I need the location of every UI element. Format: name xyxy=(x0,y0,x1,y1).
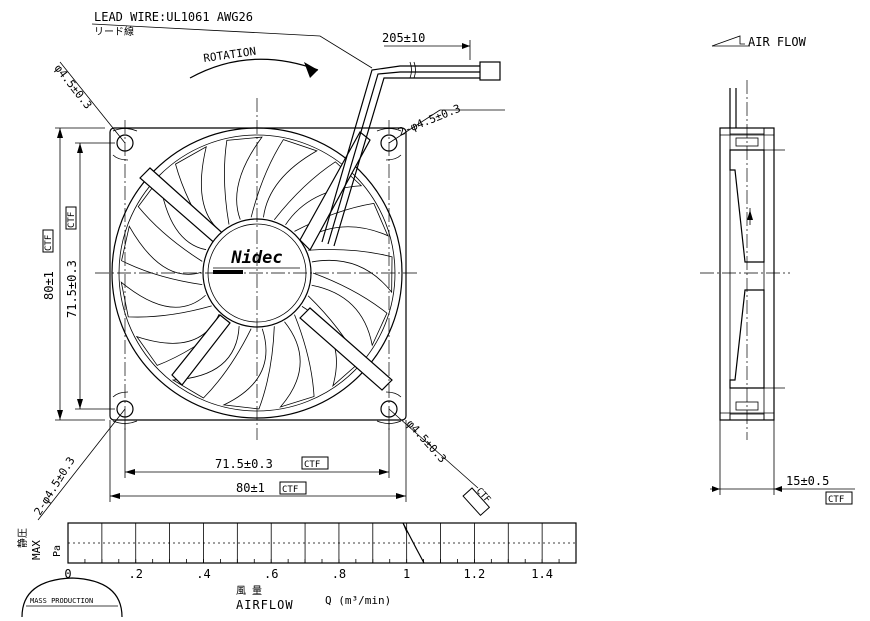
strut-top-left xyxy=(139,167,229,247)
x-tick-label: 1.2 xyxy=(464,567,486,581)
x-tick-label: 0 xyxy=(64,567,71,581)
hole-tl-label: φ4.5±0.3 xyxy=(52,62,95,112)
xlabel: AIRFLOW xyxy=(236,598,294,612)
ctf-box-3: CTF xyxy=(304,460,320,470)
pq-graph: 0 .2 .4 .6 .8 1 1.2 1.4 静圧 MAX Pa 風 量 AIRFLOW Q… xyxy=(16,522,577,612)
lead-wire-leader xyxy=(91,23,373,69)
pq-curve xyxy=(402,522,425,564)
ctf-box-1: CTF xyxy=(44,235,54,251)
inner-height-label: 71.5±0.3 xyxy=(65,260,79,318)
fan-front-view: Nidec xyxy=(95,61,501,440)
outer-width-label: 80±1 xyxy=(236,481,265,495)
rotation-label: ROTATION xyxy=(203,45,257,65)
xlabel-unit: Q (m³/min) xyxy=(325,594,391,607)
fan-side-view xyxy=(700,80,790,440)
outer-height-label: 80±1 xyxy=(42,271,56,300)
strut-bottom-left xyxy=(171,314,231,386)
x-tick-label: .6 xyxy=(264,567,278,581)
x-tick-labels: 0 .2 .4 .6 .8 1 1.2 1.4 xyxy=(64,567,553,581)
air-flow-arrow xyxy=(711,35,745,47)
wire-length-label: 205±10 xyxy=(382,31,425,45)
rotation-arrowhead xyxy=(304,62,318,78)
lead-wire-label: LEAD WIRE:UL1061 AWG26 xyxy=(94,10,253,24)
lead-wire-3 xyxy=(333,77,480,247)
air-flow-label: AIR FLOW xyxy=(748,35,807,49)
stamp-text: MASS PRODUCTION xyxy=(30,597,93,605)
fan-blade xyxy=(224,136,263,225)
fan-blade xyxy=(171,326,252,399)
x-tick-label: 1 xyxy=(403,567,410,581)
ylabel-jp: 静圧 xyxy=(16,528,29,548)
lead-wire-2 xyxy=(327,71,480,245)
hole-tr-label: 2-φ4.5±0.3 xyxy=(396,102,462,139)
lead-wire-1 xyxy=(321,65,480,243)
fan-blade xyxy=(250,139,318,218)
fan-blade xyxy=(279,314,315,408)
x-tick-label: .2 xyxy=(129,567,143,581)
fan-blade xyxy=(120,281,212,318)
hole-bl-label: 2-φ4.5±0.3 xyxy=(32,455,78,518)
dimensions-side: 15±0.5 CTF xyxy=(710,420,855,505)
x-tick-label: .8 xyxy=(332,567,346,581)
inner-width-label: 71.5±0.3 xyxy=(215,457,273,471)
nidec-logo: Nidec xyxy=(230,248,282,268)
mass-production-stamp: MASS PRODUCTION xyxy=(21,577,123,618)
fan-blade xyxy=(121,225,203,286)
strut-wire xyxy=(299,131,371,251)
ylabel-max: MAX xyxy=(30,540,43,560)
strut-bottom-right xyxy=(299,307,393,391)
rotation-arc xyxy=(189,58,319,79)
ylabel-unit: Pa xyxy=(52,545,63,557)
ctf-box-4: CTF xyxy=(282,485,298,495)
lead-wire-jp-label: リード線 xyxy=(94,25,134,38)
fan-blade xyxy=(311,272,388,347)
fan-blade xyxy=(137,177,207,262)
xlabel-jp: 風 量 xyxy=(236,585,262,597)
hole-br-label: φ4.5±0.3 xyxy=(404,417,449,465)
fan-blade xyxy=(308,249,393,294)
wire-break xyxy=(409,61,416,79)
connector xyxy=(479,61,501,81)
fan-blade xyxy=(222,326,275,410)
x-tick-label: .4 xyxy=(196,567,210,581)
x-tick-label: 1.4 xyxy=(531,567,553,581)
thickness-label: 15±0.5 xyxy=(786,474,829,488)
ctf-box-2: CTF xyxy=(67,212,77,228)
ctf-box-6: CTF xyxy=(828,495,844,505)
